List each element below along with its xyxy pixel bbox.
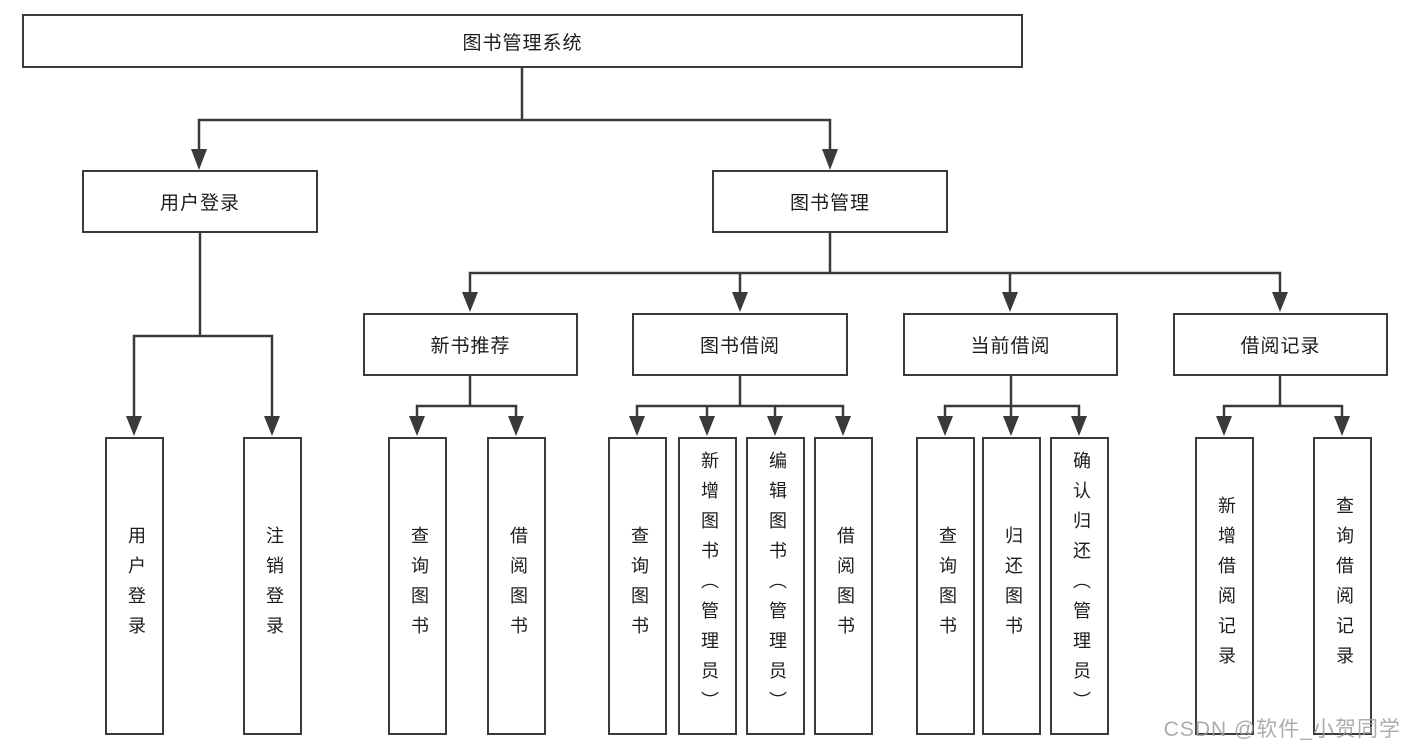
leaf-user-login: 用户登录 xyxy=(105,437,164,735)
leaf-logout: 注销登录 xyxy=(243,437,302,735)
node-new-book-recommend: 新书推荐 xyxy=(363,313,578,376)
leaf-current-confirm-return-admin: 确认归还（管理员） xyxy=(1050,437,1109,735)
connector-newbooks-to-children xyxy=(409,375,524,436)
node-book-management: 图书管理 xyxy=(712,170,948,233)
leaf-newbooks-query-books: 查询图书 xyxy=(388,437,447,735)
leaf-newbooks-borrow-books: 借阅图书 xyxy=(487,437,546,735)
csdn-watermark: CSDN @软件_小贺同学 xyxy=(1163,718,1401,741)
leaf-records-query-record: 查询借阅记录 xyxy=(1313,437,1372,735)
connector-current-to-children xyxy=(937,375,1087,436)
connector-root-to-level2 xyxy=(191,68,838,170)
leaf-borrow-edit-books-admin: 编辑图书（管理员） xyxy=(746,437,805,735)
connector-login-to-children xyxy=(126,233,280,436)
leaf-current-return-books: 归还图书 xyxy=(982,437,1041,735)
leaf-current-query-books: 查询图书 xyxy=(916,437,975,735)
node-borrow-records: 借阅记录 xyxy=(1173,313,1388,376)
leaf-borrow-borrow-books: 借阅图书 xyxy=(814,437,873,735)
leaf-borrow-query-books: 查询图书 xyxy=(608,437,667,735)
connector-management-to-groups xyxy=(462,233,1288,312)
node-book-borrow: 图书借阅 xyxy=(632,313,848,376)
connector-borrow-to-children xyxy=(629,375,851,436)
connector-records-to-children xyxy=(1216,375,1350,436)
node-current-borrow: 当前借阅 xyxy=(903,313,1118,376)
node-root-library-system: 图书管理系统 xyxy=(22,14,1023,68)
leaf-borrow-add-books-admin: 新增图书（管理员） xyxy=(678,437,737,735)
leaf-records-add-record: 新增借阅记录 xyxy=(1195,437,1254,735)
node-user-login: 用户登录 xyxy=(82,170,318,233)
